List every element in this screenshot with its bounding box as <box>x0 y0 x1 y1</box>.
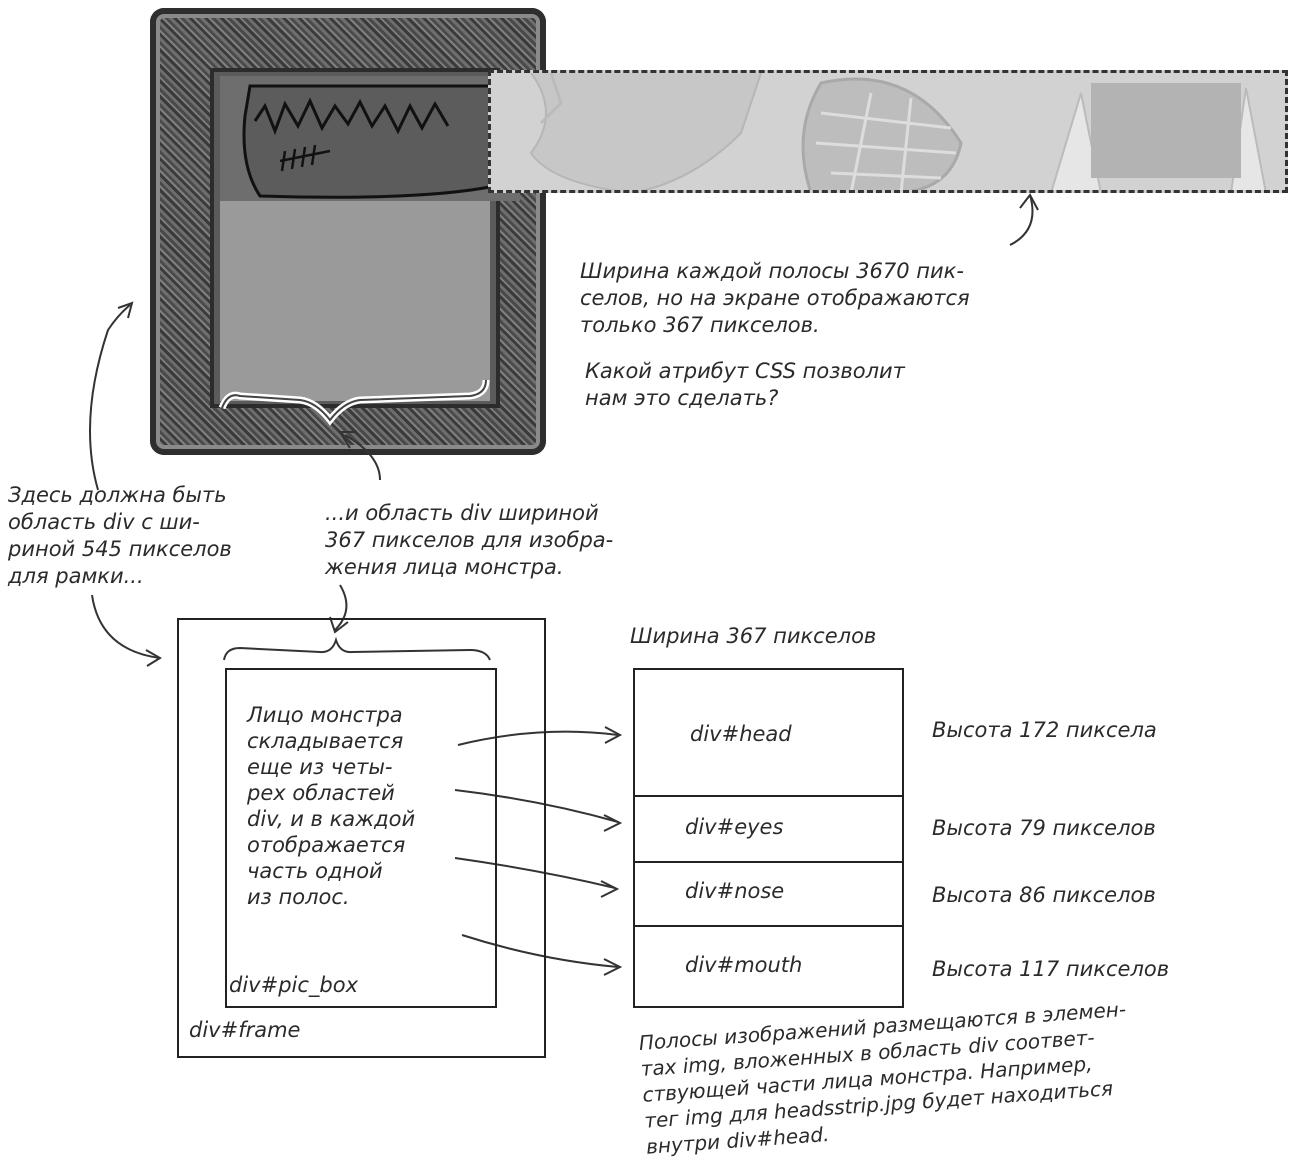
row-head: div#head <box>635 670 902 797</box>
row-eyes-label: div#eyes <box>685 815 783 839</box>
picbox-div-box: Лицо монстра складывается еще из четы- р… <box>225 668 497 1008</box>
note-line: часть одной <box>247 858 415 884</box>
height-mouth-label: Высота 117 пикселов <box>932 957 1169 981</box>
note-line: 367 пикселов для изобра- <box>325 527 613 554</box>
note-line: нам это сделать? <box>585 385 905 412</box>
row-head-label: div#head <box>690 722 792 746</box>
note-line: селов, но на экране отображаются <box>580 285 970 312</box>
row-nose: div#nose <box>635 863 902 927</box>
picbox-div-label: div#pic_box <box>229 973 358 997</box>
note-line: риной 545 пикселов <box>8 536 232 563</box>
note-line: складывается <box>247 728 415 754</box>
face-parts-box: div#head div#eyes div#nose div#mouth <box>633 668 904 1008</box>
note-line: Какой атрибут CSS позволит <box>585 358 905 385</box>
picbox-width-note: ...и область div шириной 367 пикселов дл… <box>325 500 613 581</box>
row-mouth-label: div#mouth <box>685 953 802 977</box>
note-line: ...и область div шириной <box>325 500 613 527</box>
height-head-label: Высота 172 пиксела <box>932 718 1157 742</box>
height-eyes-label: Высота 79 пикселов <box>932 816 1156 840</box>
css-question-note: Какой атрибут CSS позволит нам это сдела… <box>585 358 905 412</box>
note-line: еще из четы- <box>247 754 415 780</box>
row-nose-label: div#nose <box>685 879 784 903</box>
note-line: только 367 пикселов. <box>580 312 970 339</box>
row-mouth: div#mouth <box>635 927 902 1008</box>
note-line: рех областей <box>247 780 415 806</box>
frame-width-note: Здесь должна быть область div с ши- рино… <box>8 482 232 590</box>
strip-width-note: Ширина каждой полосы 3670 пик- селов, но… <box>580 258 970 339</box>
row-eyes: div#eyes <box>635 797 902 863</box>
frame-div-label: div#frame <box>189 1018 300 1042</box>
height-nose-label: Высота 86 пикселов <box>932 883 1156 907</box>
inner-face-note: Лицо монстра складывается еще из четы- р… <box>247 702 415 910</box>
width-367-label: Ширина 367 пикселов <box>630 624 876 648</box>
note-line: жения лица монстра. <box>325 554 613 581</box>
note-line: Ширина каждой полосы 3670 пик- <box>580 258 970 285</box>
note-line: область div с ши- <box>8 509 232 536</box>
note-line: div, и в каждой <box>247 806 415 832</box>
note-line: отображается <box>247 832 415 858</box>
note-line: для рамки... <box>8 563 232 590</box>
note-line: Здесь должна быть <box>8 482 232 509</box>
note-line: из полос. <box>247 884 415 910</box>
note-line: Лицо монстра <box>247 702 415 728</box>
